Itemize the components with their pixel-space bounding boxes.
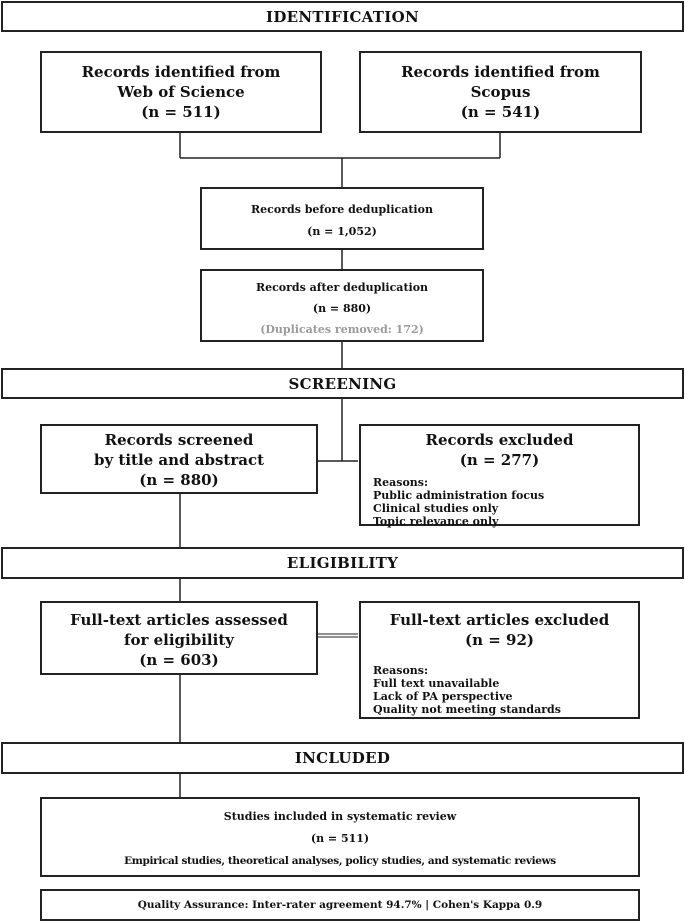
included-count: (n = 511)	[310, 832, 370, 845]
excluded-fulltext-reasons: Reasons: Full text unavailable Lack of P…	[361, 664, 638, 716]
scopus-line1: Records identified from	[401, 63, 600, 81]
stage-eligibility-label: ELIGIBILITY	[286, 554, 399, 572]
quality-text: Quality Assurance: Inter-rater agreement…	[137, 899, 543, 911]
fulltext-line1: Full-text articles assessed	[70, 611, 288, 629]
screened-line1: Records screened	[104, 431, 254, 449]
excluded-fulltext-reasons-label: Reasons:	[373, 664, 429, 677]
before-dedup-count: (n = 1,052)	[307, 225, 377, 238]
excluded-fulltext-title: Full-text articles excluded	[389, 611, 610, 629]
screened-box: Records screened by title and abstract (…	[40, 424, 318, 494]
wos-line1: Records identified from	[81, 63, 281, 81]
wos-box: Records identified from Web of Science (…	[40, 51, 322, 133]
included-label: Studies included in systematic review	[223, 810, 457, 823]
excluded-fulltext-reason-1: Full text unavailable	[373, 677, 500, 690]
excluded-screen-reasons-label: Reasons:	[373, 476, 429, 489]
excluded-screen-box: Records excluded (n = 277) Reasons: Publ…	[359, 424, 640, 528]
excluded-screen-reason-1: Public administration focus	[373, 489, 545, 502]
stage-eligibility: ELIGIBILITY	[1, 547, 684, 579]
scopus-box: Records identified from Scopus (n = 541)	[359, 51, 642, 133]
after-dedup-label: Records after deduplication	[255, 281, 429, 294]
fulltext-line2: for eligibility	[124, 631, 234, 649]
fulltext-count: (n = 603)	[139, 651, 219, 669]
excluded-screen-title: Records excluded	[425, 431, 574, 449]
screened-line2: by title and abstract	[93, 451, 265, 469]
wos-line2: Web of Science	[117, 83, 245, 101]
included-types: Empirical studies, theoretical analyses,…	[124, 855, 556, 867]
wos-count: (n = 511)	[141, 103, 221, 121]
excluded-fulltext-count: (n = 92)	[465, 631, 534, 649]
quality-box: Quality Assurance: Inter-rater agreement…	[40, 889, 640, 921]
excluded-screen-reason-2: Clinical studies only	[373, 502, 499, 515]
excluded-screen-count: (n = 277)	[459, 451, 540, 469]
stage-included: INCLUDED	[1, 742, 684, 774]
after-dedup-count: (n = 880)	[312, 302, 372, 315]
after-dedup-box: Records after deduplication (n = 880) (D…	[200, 269, 484, 342]
before-dedup-label: Records before deduplication	[251, 203, 433, 216]
scopus-count: (n = 541)	[460, 103, 541, 121]
stage-identification: IDENTIFICATION	[1, 1, 684, 32]
stage-identification-label: IDENTIFICATION	[266, 7, 419, 26]
excluded-fulltext-reason-2: Lack of PA perspective	[373, 690, 513, 703]
stage-included-label: INCLUDED	[294, 749, 391, 767]
before-dedup-box: Records before deduplication (n = 1,052)	[200, 187, 484, 250]
fulltext-box: Full-text articles assessed for eligibil…	[40, 601, 318, 675]
stage-screening-label: SCREENING	[288, 374, 397, 393]
scopus-line2: Scopus	[470, 83, 531, 101]
excluded-fulltext-box: Full-text articles excluded (n = 92) Rea…	[359, 601, 640, 719]
screened-count: (n = 880)	[139, 471, 219, 489]
excluded-screen-reasons: Reasons: Public administration focus Cli…	[361, 476, 638, 528]
excluded-fulltext-reason-3: Quality not meeting standards	[373, 703, 561, 716]
included-box: Studies included in systematic review (n…	[40, 797, 640, 877]
excluded-screen-reason-3: Topic relevance only	[373, 515, 499, 528]
after-dedup-note: (Duplicates removed: 172)	[260, 323, 424, 336]
stage-screening: SCREENING	[1, 368, 684, 399]
